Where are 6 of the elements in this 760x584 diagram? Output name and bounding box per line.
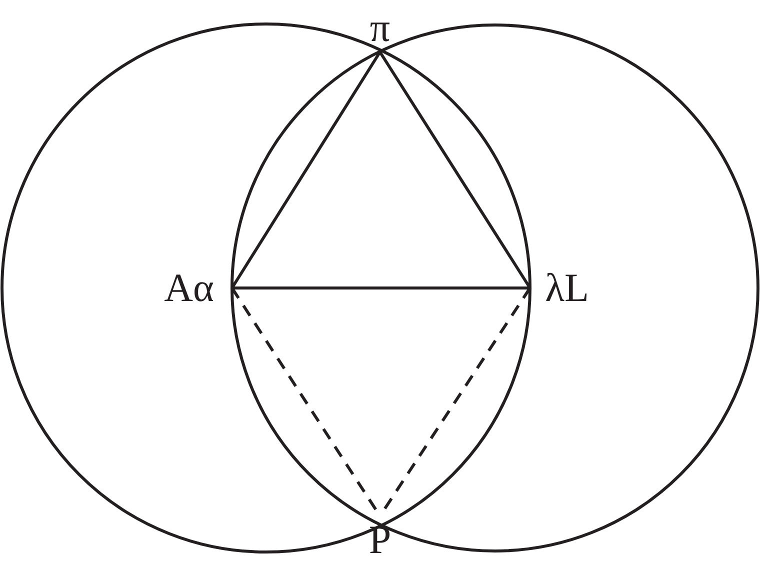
line-segment bbox=[230, 51, 382, 289]
point-label: λL bbox=[545, 268, 589, 308]
line-segment bbox=[232, 286, 530, 290]
line-segment bbox=[378, 51, 532, 289]
point-label: Aα bbox=[164, 268, 214, 308]
point-label: π bbox=[370, 8, 390, 48]
